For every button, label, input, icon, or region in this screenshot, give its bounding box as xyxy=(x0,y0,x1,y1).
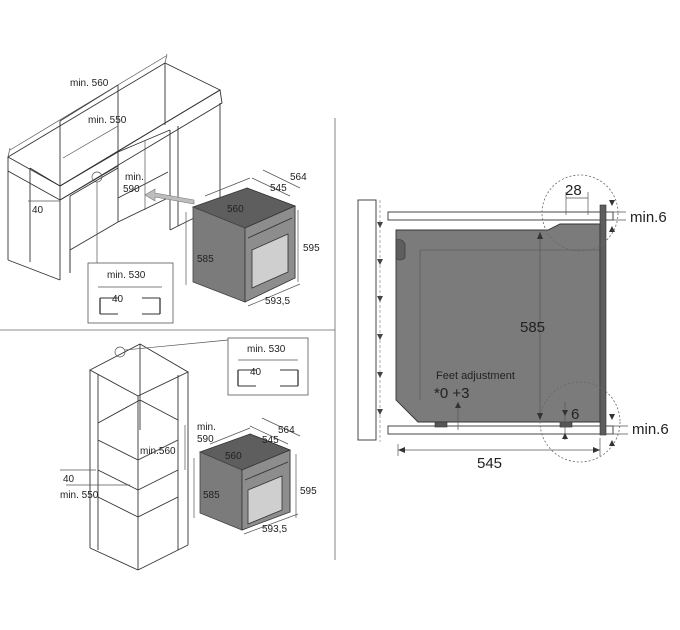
insertion-arrow xyxy=(144,188,195,205)
label-bottom-gap: 6 xyxy=(571,406,579,423)
oven-side-body xyxy=(395,204,607,436)
top-detail-circle xyxy=(541,174,619,252)
label-detail-width: min. 530 xyxy=(107,270,146,281)
dim-min-560: min. 560 xyxy=(7,53,168,158)
side-section-view: 28 min.6 585 Feet adjustment *0 +3 xyxy=(357,174,669,472)
label-detail-depth-bottom: 40 xyxy=(250,367,262,378)
tall-cabinet xyxy=(89,343,189,571)
label-inner-width-bottom: min. 550 xyxy=(60,490,99,501)
bottom-detail-circle xyxy=(539,381,621,463)
worktop xyxy=(7,62,223,201)
cabinet-side xyxy=(357,199,383,442)
undercounter-installation-view: min. 560 min. 550 min. 590 40 min. 530 xyxy=(7,53,320,324)
label-oven-depth-total-bottom: 564 xyxy=(278,425,295,436)
dim-depth: 545 xyxy=(397,438,601,472)
dim-niche-height: min. 590 xyxy=(123,140,146,210)
label-niche-height-line2: 590 xyxy=(123,184,140,195)
label-oven-width: 560 xyxy=(227,204,244,215)
oven-bottom-view xyxy=(198,433,292,531)
detail-inset-top: min. 530 40 xyxy=(87,262,174,324)
label-oven-height-front: 585 xyxy=(197,254,214,265)
dim-bottom-gap: 6 xyxy=(560,402,579,440)
detail-marker-bottom xyxy=(114,346,126,358)
shelves xyxy=(387,211,614,435)
panel-dividers xyxy=(0,118,336,560)
label-detail-width-bottom: min. 530 xyxy=(247,344,286,355)
dim-min-550: min. 550 xyxy=(62,115,127,159)
label-oven-depth-bottom: 545 xyxy=(262,435,279,446)
oven-dimensions-top: 564 545 560 595 585 593,5 xyxy=(185,169,320,307)
dim-bottom-clearance: min.6 xyxy=(606,414,669,446)
column-dimensions: min. 590 min.560 40 min. 550 xyxy=(60,422,216,501)
label-feet-title: Feet adjustment xyxy=(436,370,515,382)
label-niche-height-line1: min. xyxy=(125,172,144,183)
label-top-clearance: min.6 xyxy=(630,209,667,226)
label-oven-depth-total: 564 xyxy=(290,172,307,183)
label-front-offset: 40 xyxy=(32,205,44,216)
label-oven-height: 595 xyxy=(303,243,320,254)
oven-dimensions-bottom: 564 545 560 595 585 593,5 xyxy=(193,417,317,535)
niche xyxy=(59,151,171,273)
label-min-550: min. 550 xyxy=(88,115,127,126)
label-oven-width-bottom: 560 xyxy=(225,451,242,462)
dim-top-clearance: min.6 xyxy=(608,200,667,232)
label-oven-height-front-bottom: 585 xyxy=(203,490,220,501)
detail-inset-bottom: min. 530 40 xyxy=(227,337,309,396)
label-bottom-clearance: min.6 xyxy=(632,421,669,438)
dim-top-gap: 28 xyxy=(565,182,589,215)
label-min-560: min. 560 xyxy=(70,78,109,89)
column-installation-view: min. 530 40 min. 590 min.560 40 min. 550 xyxy=(60,337,317,571)
label-niche-height-bottom-line2: 590 xyxy=(197,434,214,445)
label-detail-depth: 40 xyxy=(112,294,124,305)
label-niche-height-bottom-line1: min. xyxy=(197,422,216,433)
label-oven-width-total: 593,5 xyxy=(265,296,290,307)
left-cabinet xyxy=(7,167,61,281)
label-oven-width-total-bottom: 593,5 xyxy=(262,524,287,535)
label-feet-value: *0 +3 xyxy=(434,385,469,402)
feet-adjustment: Feet adjustment *0 +3 xyxy=(434,370,515,430)
dim-front-offset: 40 xyxy=(28,200,60,216)
dim-height: 585 xyxy=(520,232,545,420)
label-front-offset-bottom: 40 xyxy=(63,474,75,485)
label-depth: 545 xyxy=(477,455,502,472)
label-oven-height-bottom: 595 xyxy=(300,486,317,497)
label-oven-depth: 545 xyxy=(270,183,287,194)
label-top-gap: 28 xyxy=(565,182,582,199)
label-height: 585 xyxy=(520,319,545,336)
oven-top-view xyxy=(191,187,297,303)
label-niche-width-bottom: min.560 xyxy=(140,446,176,457)
